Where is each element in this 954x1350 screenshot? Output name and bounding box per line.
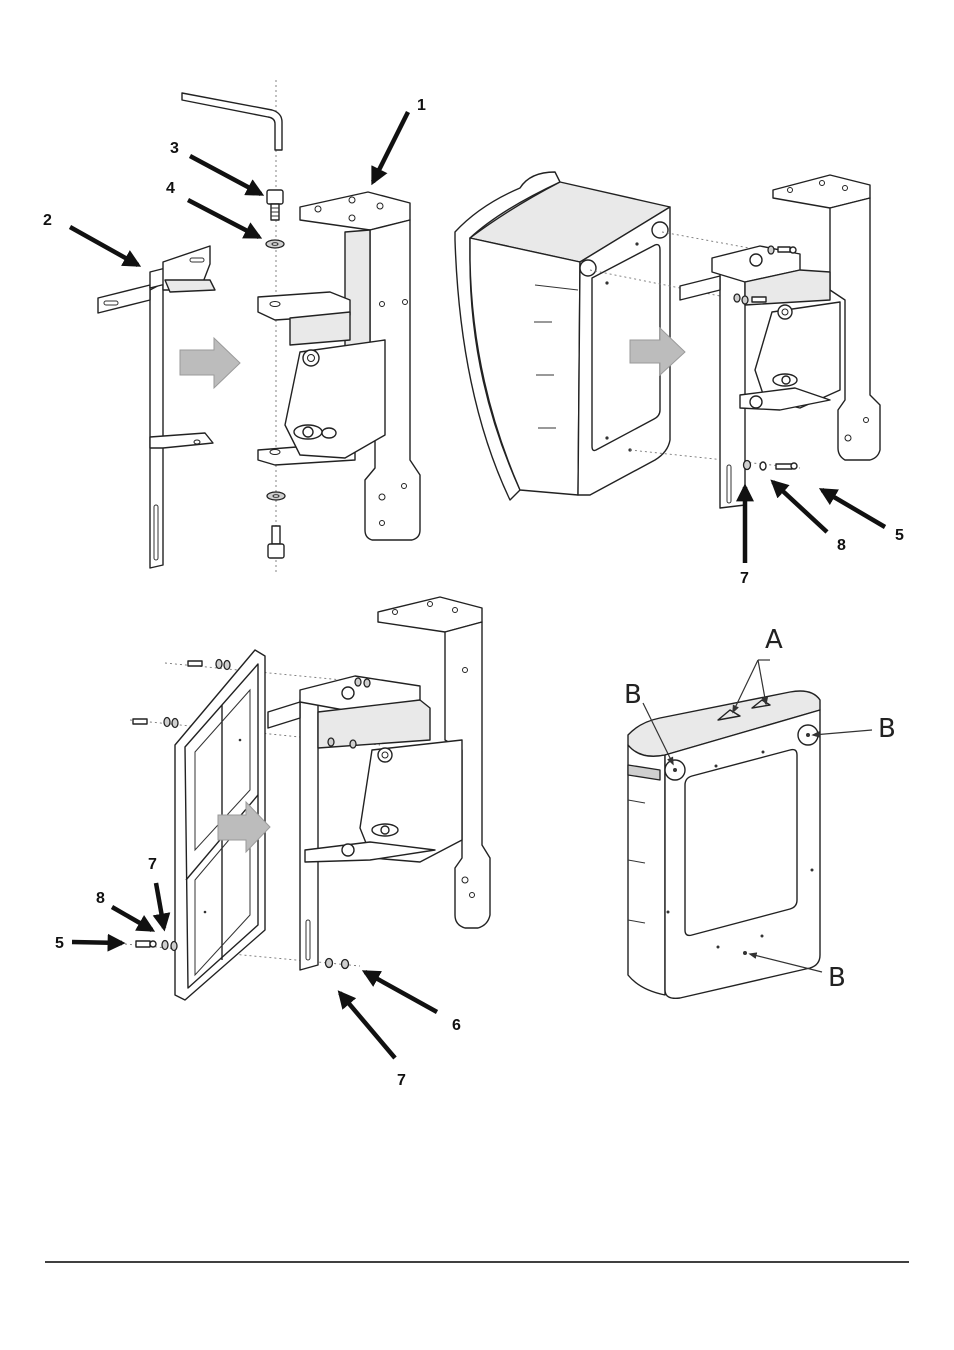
callout-1: 1 — [417, 97, 426, 114]
panel-top-right: 7 8 5 — [455, 172, 904, 587]
callout-b-right: B — [878, 714, 896, 744]
allen-key-icon — [182, 93, 282, 150]
callout-8: 8 — [837, 537, 846, 554]
top-screw — [267, 190, 283, 220]
panel-bottom-right: A B B B — [624, 625, 896, 998]
callout-5: 5 — [55, 935, 64, 952]
grey-arrow-icon — [180, 338, 240, 388]
speaker-cabinet — [455, 172, 670, 500]
callout-4: 4 — [166, 180, 175, 197]
callout-2: 2 — [43, 212, 52, 229]
wing-nut-icon — [372, 824, 398, 836]
wall-bracket — [98, 246, 215, 568]
callout-a: A — [765, 625, 783, 655]
bottom-washer — [267, 492, 285, 500]
callout-b-left: B — [624, 680, 642, 710]
bottom-screw — [268, 526, 284, 558]
wing-nut-icon — [773, 374, 797, 386]
callout-8: 8 — [96, 890, 105, 907]
washer-7 — [342, 960, 349, 969]
callout-7: 7 — [740, 570, 749, 587]
callout-7-bottom: 7 — [397, 1072, 406, 1089]
nut-6 — [326, 959, 333, 968]
callout-b-bottom: B — [828, 963, 846, 993]
speaker-rear-view — [628, 691, 820, 998]
top-washer — [266, 240, 284, 248]
callout-6: 6 — [452, 1017, 461, 1034]
callout-5: 5 — [895, 527, 904, 544]
panel-bottom-left: 7 8 5 6 7 — [55, 597, 490, 1089]
panel-top-left: 1 2 3 4 — [43, 80, 426, 575]
callout-3: 3 — [170, 140, 179, 157]
mounting-bracket — [268, 597, 490, 970]
callout-7-top: 7 — [148, 856, 157, 873]
